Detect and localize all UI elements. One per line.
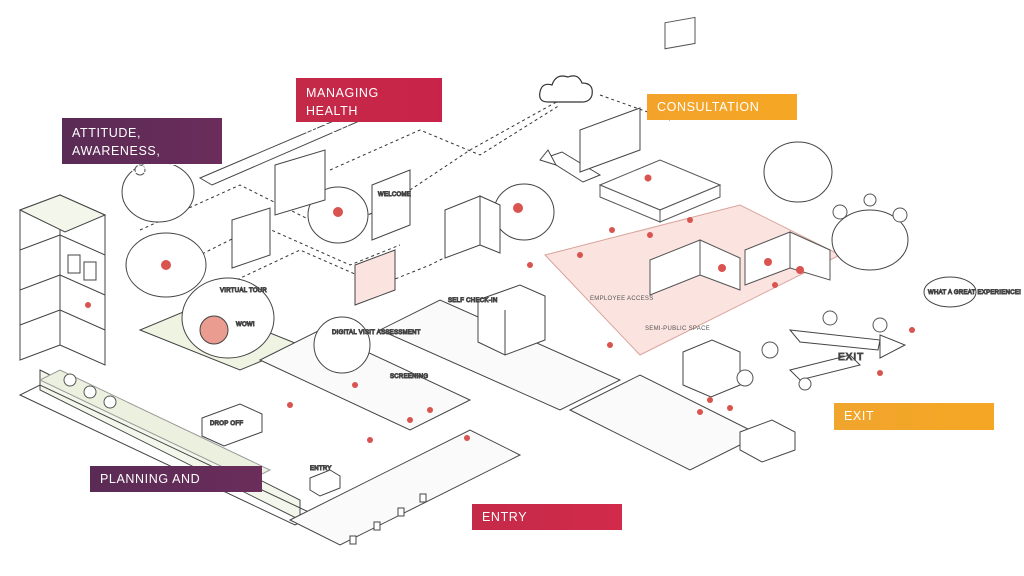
entry-arrow-label: ENTRY: [310, 466, 332, 472]
digital-visit-text: DIGITAL VISIT ASSESSMENT: [332, 330, 421, 336]
stage-label-consultation: CONSULTATION: [647, 94, 797, 120]
phone-bubble: [313, 316, 371, 374]
consultation-desk: [598, 16, 722, 223]
vehicles: DROP OFF: [201, 403, 796, 497]
trees: [63, 164, 908, 409]
info-boards: WELCOME: [231, 107, 641, 306]
office-building: [18, 194, 107, 366]
consultation-rooms: [649, 231, 831, 296]
drop-off-text: DROP OFF: [210, 421, 243, 427]
stage-label-attitude: ATTITUDE, AWARENESS, AND EXPOSURE: [62, 118, 222, 176]
cloud-icon: [539, 75, 593, 103]
kiosk-booths: SELF CHECK-IN SCREENING: [390, 195, 741, 398]
parking-markers: [349, 493, 427, 545]
stage-label-managing: MANAGING HEALTH AFTER VISIT: [296, 78, 442, 136]
screening-text: SCREENING: [390, 374, 428, 380]
stage-label-entry: ENTRY: [472, 504, 622, 530]
great-experience-text: WHAT A GREAT EXPERIENCE!: [928, 290, 1021, 296]
vignette-bubbles: VIRTUAL TOUR WOW! DIGITAL VISIT ASSESSME…: [121, 141, 1021, 374]
stage-label-attitude-line1: ATTITUDE, AWARENESS,: [72, 126, 161, 158]
wow-text: WOW!: [236, 322, 255, 328]
employee-access-label: EMPLOYEE ACCESS: [590, 296, 654, 302]
monitor-bubble: [763, 141, 833, 203]
waiting-bubble: [831, 209, 909, 271]
stage-label-managing-line1: MANAGING HEALTH: [306, 86, 379, 118]
exit-arrow-label: EXIT: [838, 352, 864, 363]
semi-public-label: SEMI-PUBLIC SPACE: [645, 326, 710, 332]
stage-label-attitude-line2: AND EXPOSURE: [72, 162, 179, 176]
stage-label-planning: PLANNING AND TRAVELING: [90, 466, 262, 504]
people: [287, 217, 915, 443]
virtual-tour-text: VIRTUAL TOUR: [220, 288, 267, 294]
welcome-text: WELCOME: [378, 192, 411, 198]
stage-label-exit: EXIT: [834, 403, 994, 430]
walkway-arrows: EXIT ENTRY: [198, 79, 907, 473]
experience-speech-bubble: [923, 276, 977, 308]
kiosk-bubble: [493, 183, 555, 241]
self-checkin-text: SELF CHECK-IN: [448, 298, 498, 304]
stage-label-managing-line2: AFTER VISIT: [306, 122, 389, 136]
